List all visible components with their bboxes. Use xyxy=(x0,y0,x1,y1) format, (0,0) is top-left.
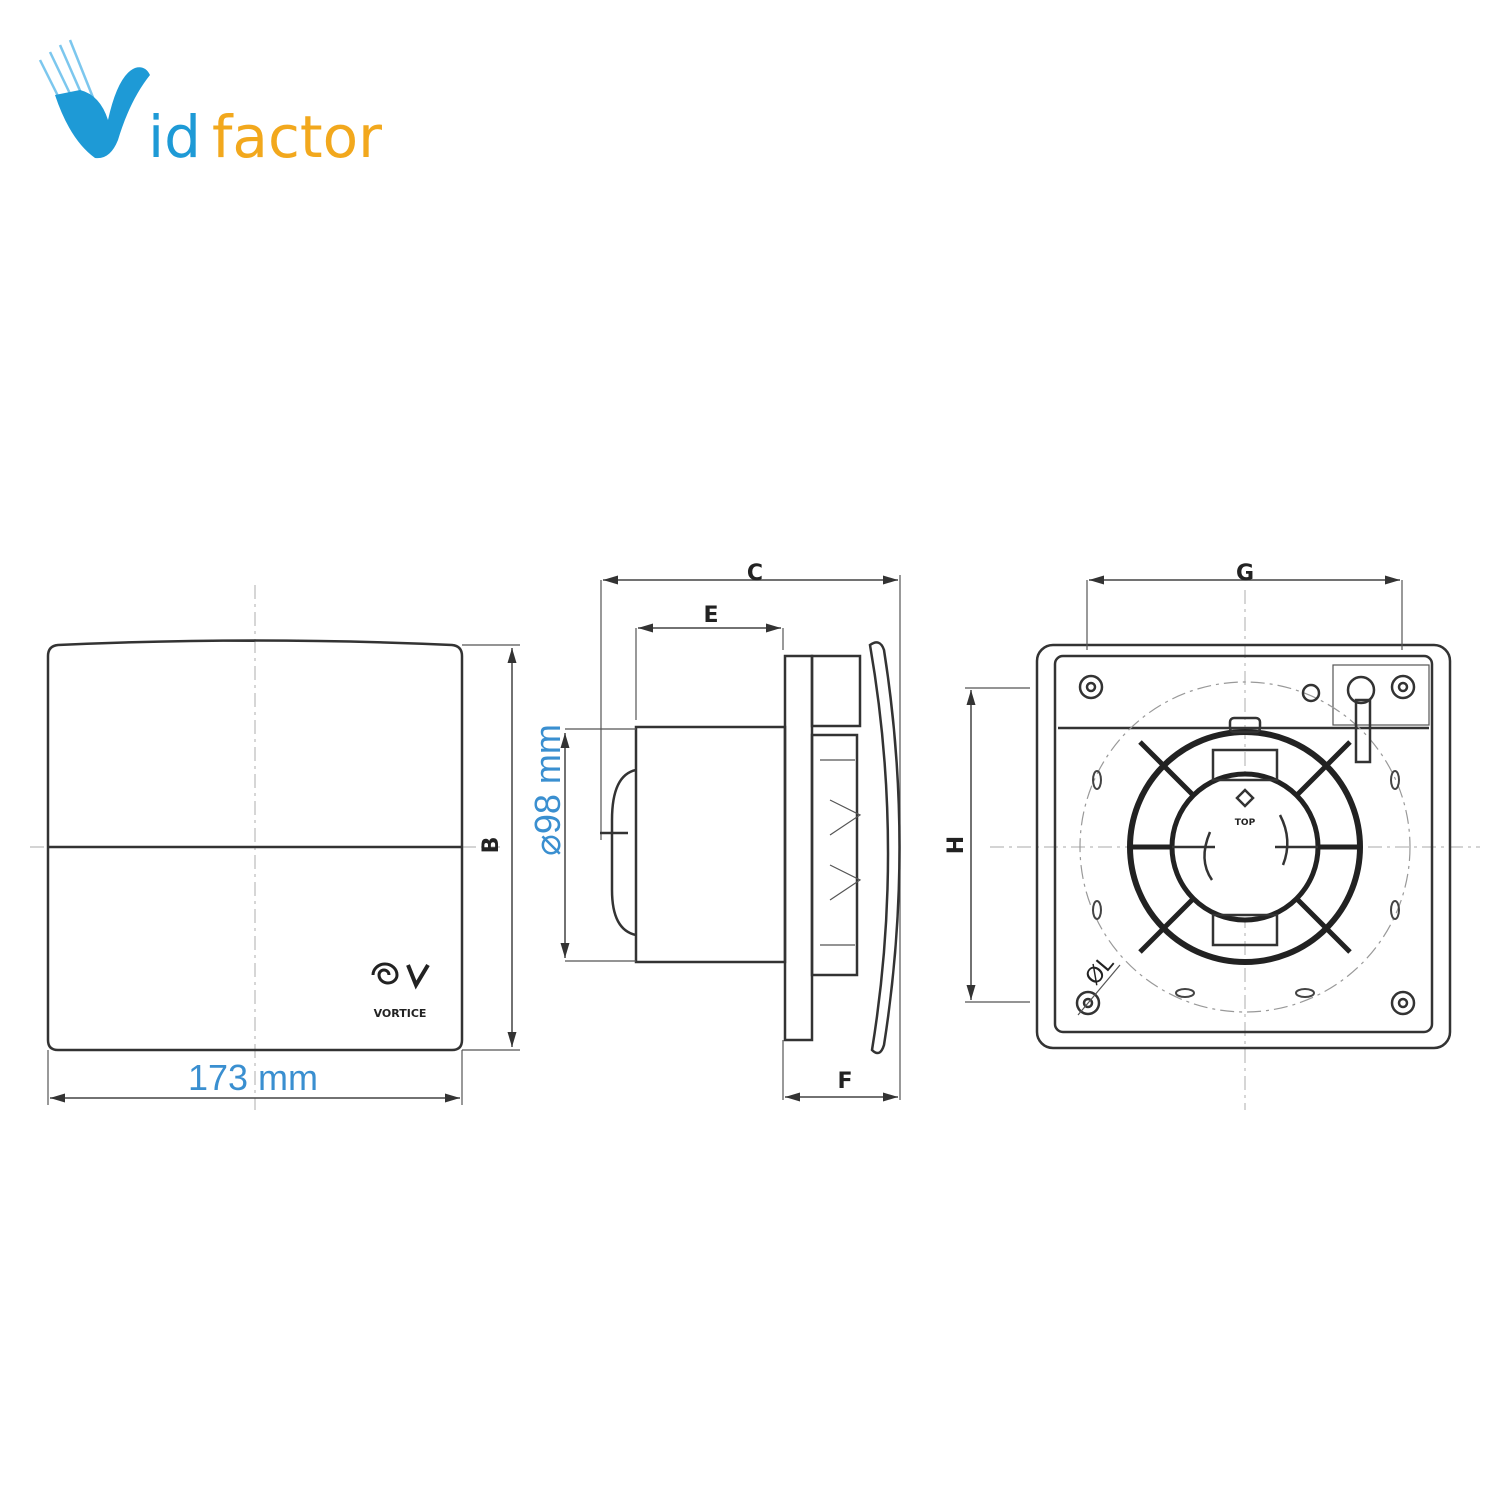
top-mark: TOP xyxy=(1235,818,1256,828)
screw-holes xyxy=(1075,674,1416,1016)
vortice-brand-logo: VORTICE xyxy=(371,962,430,1020)
hole-diameter-label: ØL xyxy=(1081,951,1120,990)
width-173mm-label: 173 mm xyxy=(188,1057,318,1098)
diameter-98mm-label: ⌀98 mm xyxy=(527,724,568,856)
dimension-g-label: G xyxy=(1236,561,1254,586)
dimension-e-label: E xyxy=(703,603,718,628)
logo-text-factor: factor xyxy=(212,103,382,171)
vidfactor-logo: id factor xyxy=(38,39,382,171)
dimension-h-label: H xyxy=(944,836,969,854)
dimension-c-label: C xyxy=(747,561,763,586)
vortice-brand-text: VORTICE xyxy=(374,1007,427,1020)
dimension-f-label: F xyxy=(837,1069,852,1094)
front-view: B 173 mm VORTICE xyxy=(30,585,520,1110)
logo-text-id: id xyxy=(148,103,201,171)
rear-view: TOP ØL G H xyxy=(944,561,1480,1110)
side-view: C E ⌀98 mm F xyxy=(527,561,901,1102)
dimension-b-label: B xyxy=(479,837,504,854)
